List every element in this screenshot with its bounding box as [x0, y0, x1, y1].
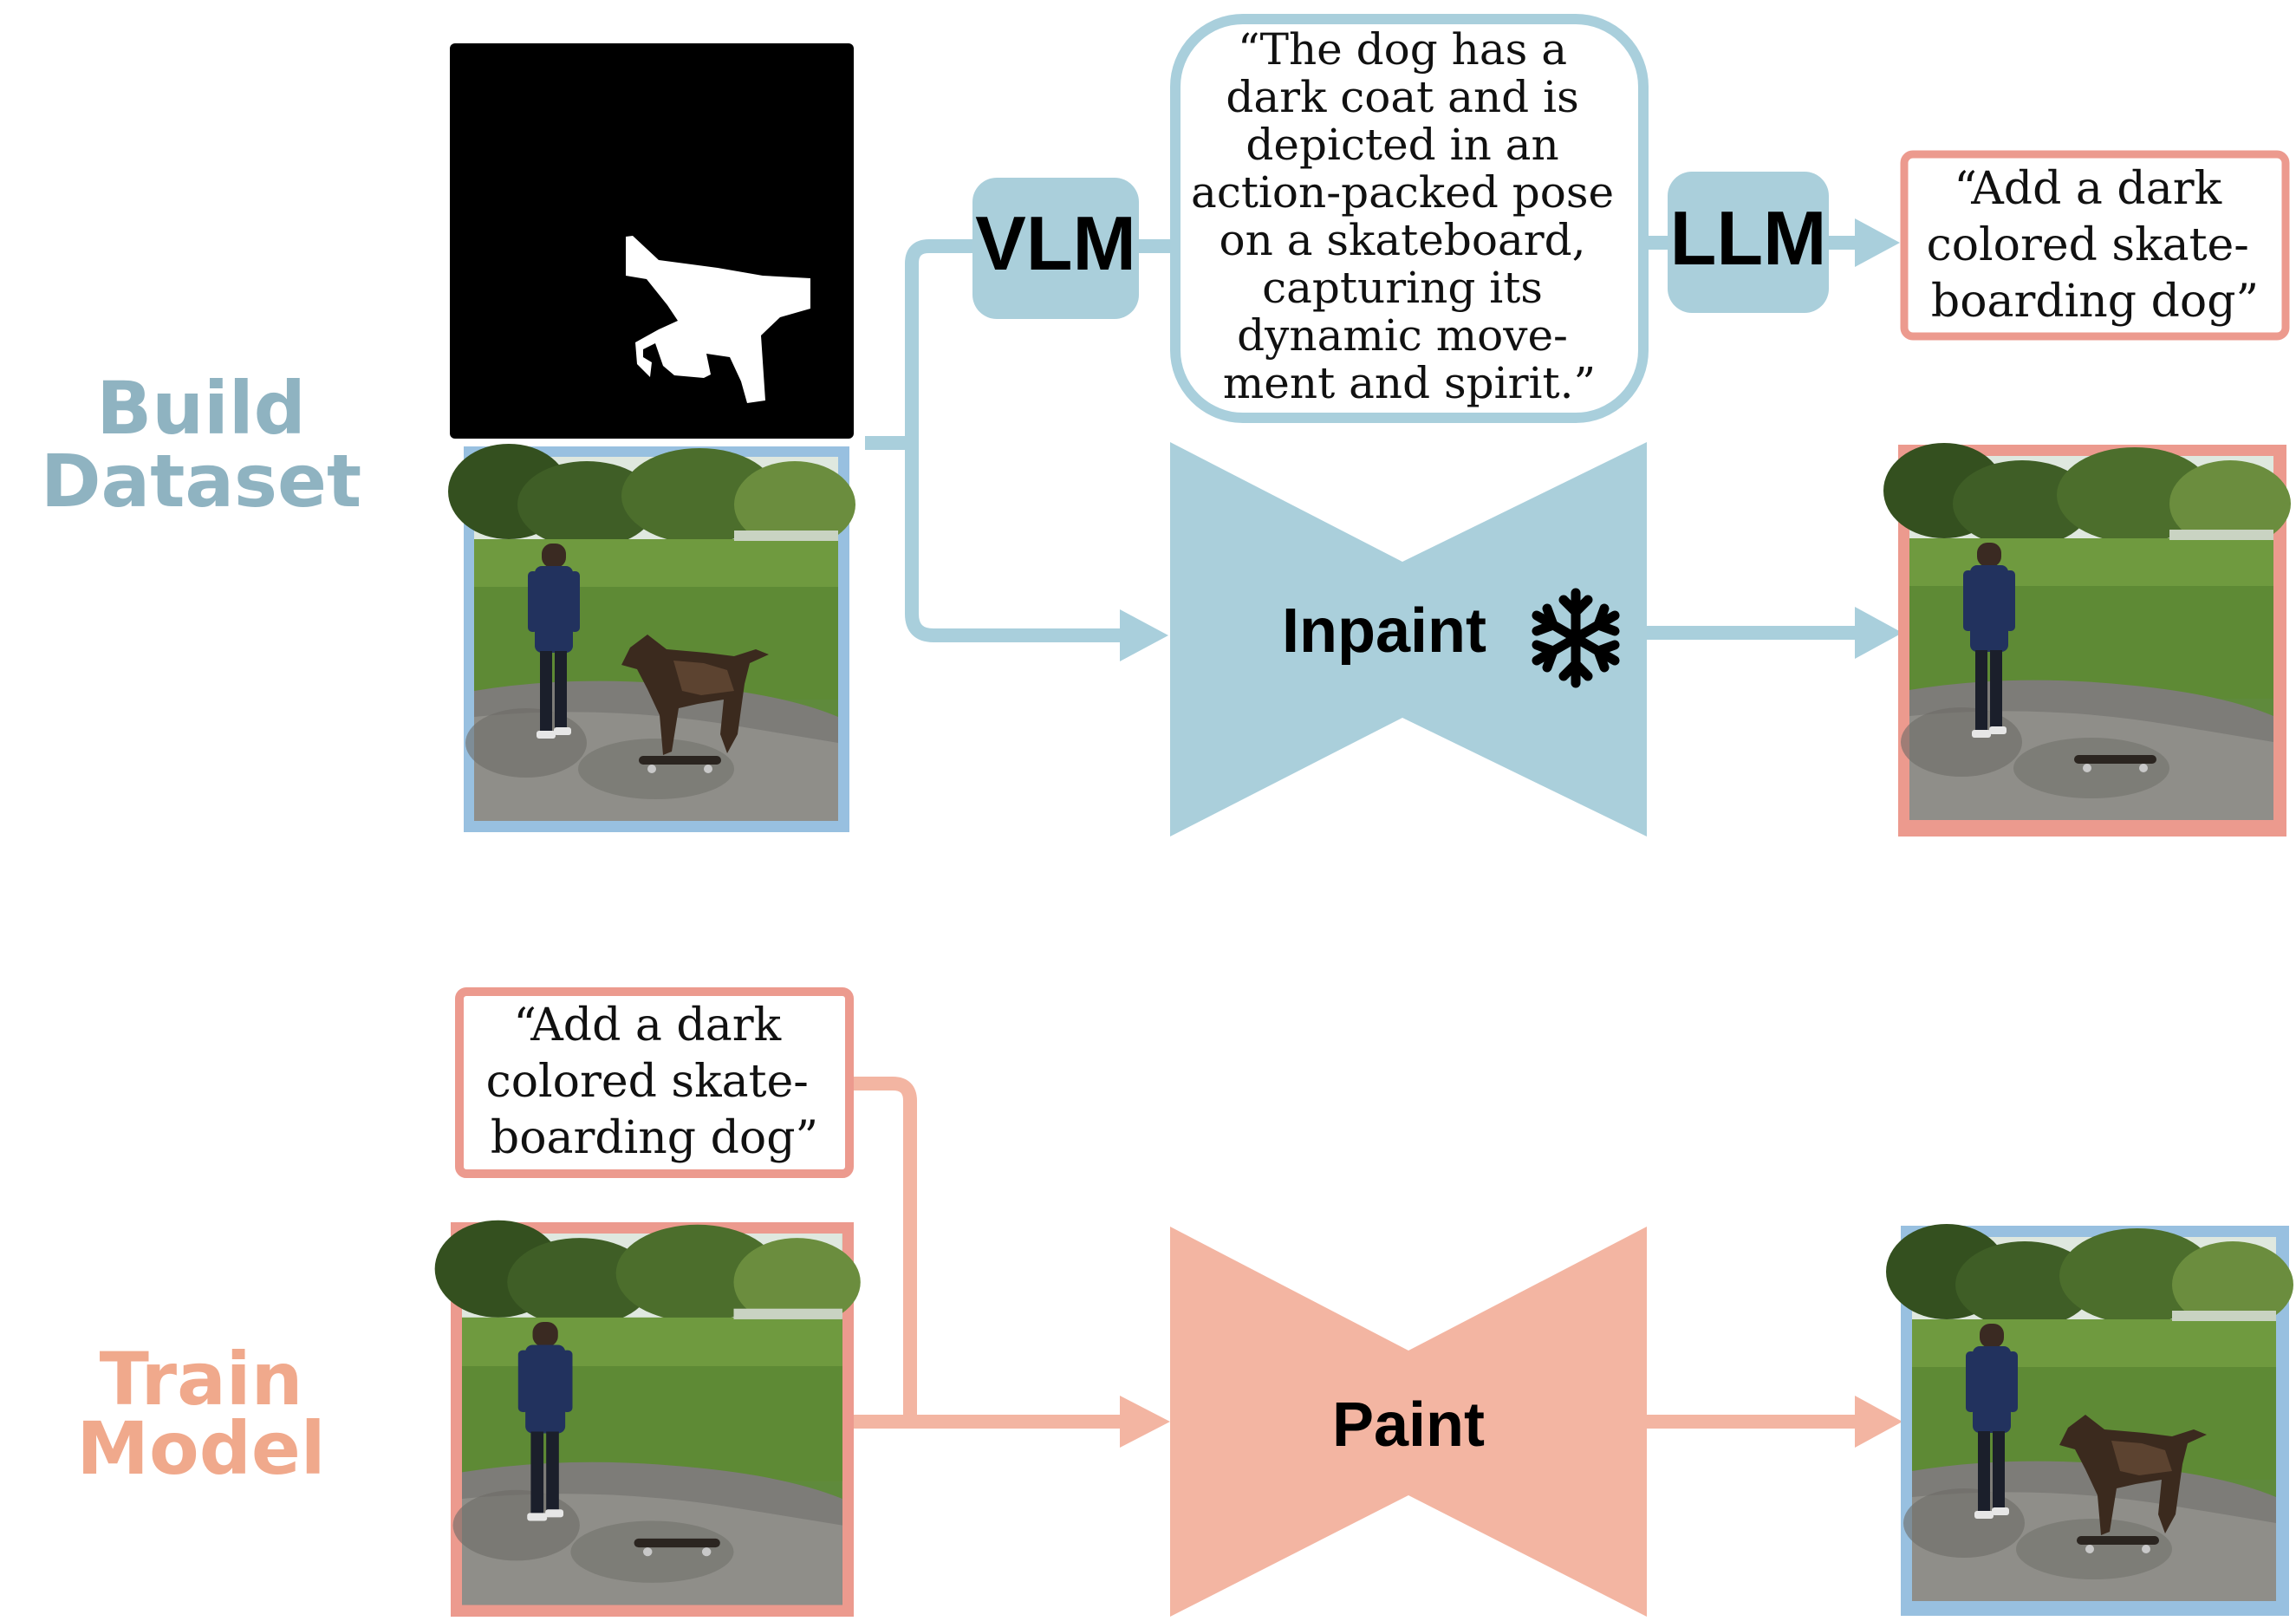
instruction-line: boarding dog”: [491, 1112, 818, 1164]
instruction-line: boarding dog”: [1931, 276, 2259, 328]
llm-box: LLM: [1668, 172, 1829, 313]
train-input-photo: [434, 1220, 861, 1617]
arrow-to-instruction: [1855, 218, 1900, 267]
instruction-line: colored skate-: [486, 1056, 809, 1108]
paint-model: Paint: [1170, 1227, 1647, 1617]
svg-text:“The dog has a dark coat: “The dog has a dark coat and is depicted…: [1191, 24, 1628, 408]
arrow-to-paint-output: [1855, 1396, 1902, 1448]
instruction-line: “Add a dark: [513, 999, 781, 1051]
vlm-box: VLM: [972, 178, 1139, 319]
llm-label: LLM: [1670, 195, 1827, 281]
inpainted-photo: [1883, 443, 2291, 837]
instruction-line: colored skate-: [1927, 219, 2249, 271]
build-section-label: Build: [96, 366, 306, 451]
train-connector: [854, 1077, 1127, 1429]
caption-line: ment and spirit.”: [1223, 358, 1596, 408]
caption-line: dark coat and is: [1226, 72, 1578, 122]
vlm-label: VLM: [975, 200, 1136, 286]
inpaint-model: Inpaint: [1170, 442, 1647, 837]
paint-label: Paint: [1332, 1390, 1485, 1460]
arrow-to-inpaint-output: [1855, 607, 1902, 659]
generated-instruction-box: “Add a dark colored skate- boarding dog”: [1900, 150, 2290, 341]
instruction-line: “Add a dark: [1954, 163, 2221, 215]
build-section-label-line2: Dataset: [41, 439, 361, 524]
caption-line: depicted in an: [1246, 120, 1558, 170]
caption-line: dynamic move-: [1237, 310, 1568, 361]
train-output-photo: [1886, 1224, 2293, 1616]
source-photo: [448, 444, 855, 832]
train-section-label: Train: [100, 1337, 303, 1422]
train-section-label-line2: Model: [76, 1406, 325, 1491]
svg-text:“Add a dark colored skat: “Add a dark colored skate- boarding dog”: [486, 999, 823, 1164]
svg-text:“Add a dark colored skat: “Add a dark colored skate- boarding dog”: [1927, 163, 2264, 328]
arrow-to-inpaint: [1120, 609, 1168, 661]
caption-line: “The dog has a: [1238, 24, 1567, 75]
caption-line: action-packed pose: [1191, 167, 1614, 218]
arrow-to-paint: [1120, 1396, 1170, 1448]
mask-image: [450, 43, 854, 439]
inpaint-label: Inpaint: [1282, 596, 1486, 666]
train-instruction-box: “Add a dark colored skate- boarding dog”: [455, 987, 854, 1178]
build-connector: [865, 239, 1127, 642]
snowflake-icon: [1532, 588, 1620, 688]
caption-line: on a skateboard,: [1220, 215, 1586, 265]
caption-line: capturing its: [1262, 263, 1543, 313]
caption-bubble: “The dog has a dark coat and is depicted…: [1170, 14, 1649, 423]
